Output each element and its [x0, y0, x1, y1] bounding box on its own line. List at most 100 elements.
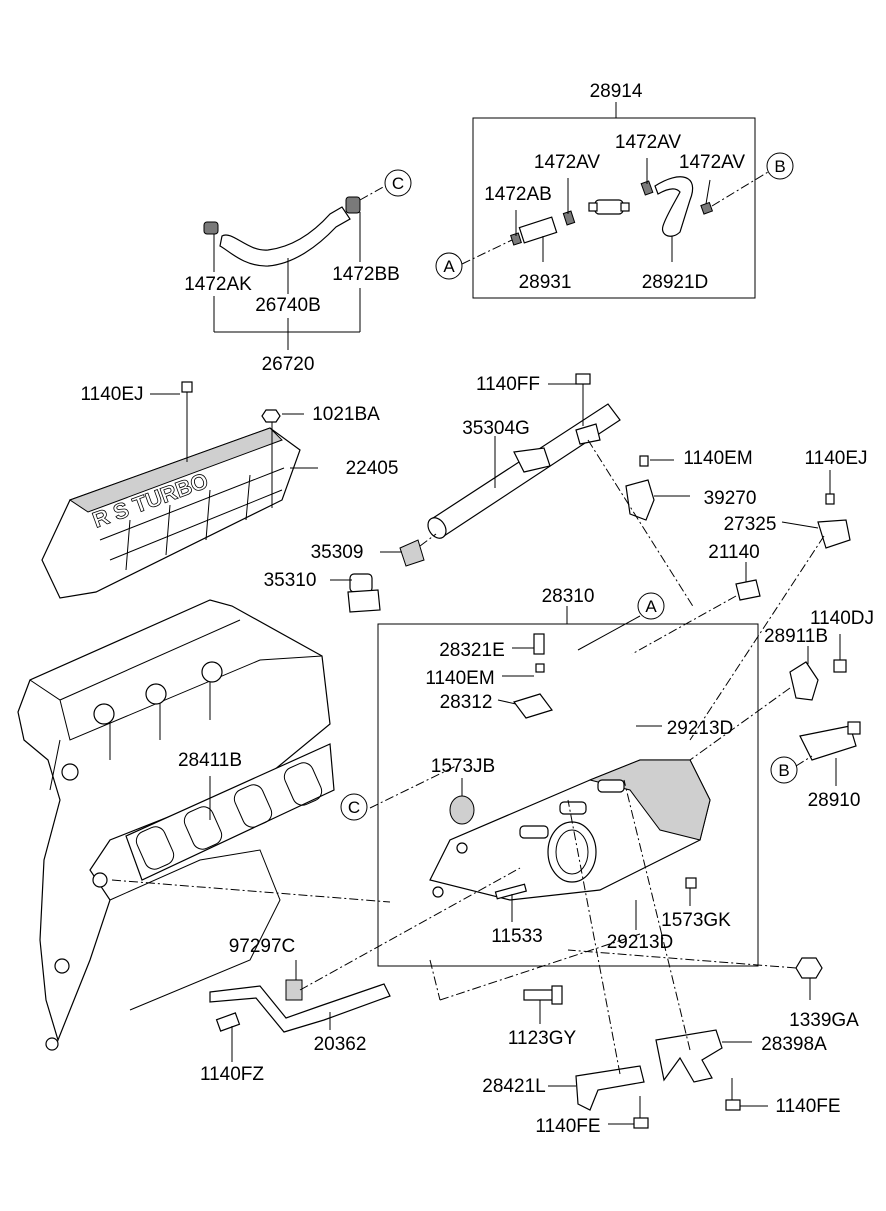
- label-35310: 35310: [264, 570, 317, 591]
- label-22405: 22405: [346, 458, 399, 479]
- manifold-box: [377, 623, 759, 967]
- hose-kit-group: [461, 102, 769, 299]
- svg-text:B: B: [774, 157, 785, 176]
- clamp-1472AV-c: [700, 201, 714, 215]
- label-29213D: 29213D: [607, 932, 674, 953]
- fuel-rail: [427, 390, 621, 539]
- label-29213D: 29213D: [667, 718, 734, 739]
- pcv-valve: [588, 199, 630, 215]
- label-1472AV: 1472AV: [534, 152, 601, 173]
- label-1573GK: 1573GK: [661, 910, 731, 931]
- sensor-27325: [689, 470, 851, 741]
- label-1140EJ: 1140EJ: [80, 384, 143, 405]
- bolt-1140FZ: [215, 1012, 241, 1062]
- callout-B-2: B: [770, 756, 798, 784]
- label-1140EM: 1140EM: [683, 448, 752, 469]
- sensor-28312: [513, 693, 553, 719]
- label-1140FZ: 1140FZ: [200, 1064, 264, 1085]
- label-1140EM: 1140EM: [425, 668, 494, 689]
- svg-text:C: C: [348, 798, 360, 817]
- clamp-1472AV-b: [640, 180, 654, 196]
- engine-cover: R S TURBO: [41, 400, 318, 599]
- label-1140FE: 1140FE: [775, 1096, 840, 1117]
- nut-1339GA: [567, 949, 823, 1000]
- label-1140DJ: 1140DJ: [810, 608, 874, 629]
- label-26720: 26720: [262, 354, 315, 375]
- label-1472AB: 1472AB: [484, 184, 552, 205]
- label-39270: 39270: [704, 488, 757, 509]
- label-28312: 28312: [440, 692, 493, 713]
- callout-C-2: C: [340, 793, 368, 821]
- manifold-group: [369, 606, 759, 967]
- plug-1573GK: [685, 877, 697, 889]
- label-1140FF: 1140FF: [476, 374, 540, 395]
- bolt-1140DJ: [833, 659, 847, 673]
- clip-97297C: [285, 979, 303, 1001]
- bracket-28398A: [623, 779, 752, 1083]
- label-1472AV: 1472AV: [615, 132, 682, 153]
- label-11533: 11533: [491, 926, 542, 947]
- label-35309: 35309: [311, 542, 364, 563]
- label-28321E: 28321E: [439, 640, 505, 661]
- label-1472AV: 1472AV: [679, 152, 746, 173]
- bolt-1140FF: [575, 373, 591, 404]
- label-35304G: 35304G: [462, 418, 530, 439]
- label-97297C: 97297C: [229, 936, 296, 957]
- label-28310: 28310: [542, 586, 595, 607]
- label-1472AK: 1472AK: [184, 274, 252, 295]
- sensor-21140: [631, 562, 761, 655]
- label-28931: 28931: [519, 272, 572, 293]
- gasket-28411B: [111, 743, 391, 903]
- plug-1573JB: [449, 795, 475, 825]
- clamp-1472BB: [345, 196, 361, 214]
- callout-C-1: C: [384, 169, 412, 197]
- callout-A-1: A: [435, 252, 463, 280]
- label-1021BA: 1021BA: [312, 404, 380, 425]
- hose-28931: [518, 216, 558, 244]
- pcv-28910-group: [689, 634, 861, 786]
- callout-A-2: A: [637, 592, 665, 620]
- label-1140FE: 1140FE: [535, 1116, 600, 1137]
- clip-35309: [380, 533, 437, 567]
- hose-26720-group: [203, 185, 386, 350]
- label-28411B: 28411B: [178, 750, 242, 771]
- clamp-1472AB: [510, 232, 522, 246]
- bolt-1140EM-b: [535, 663, 545, 673]
- label-28421L: 28421L: [482, 1076, 545, 1097]
- kit-box: [472, 117, 756, 299]
- nut-1021BA: [261, 409, 281, 423]
- label-1140EJ: 1140EJ: [804, 448, 867, 469]
- bolt-1140FE-b: [725, 1078, 768, 1111]
- label-21140: 21140: [708, 542, 759, 563]
- bolt-1140FE-a: [608, 1096, 649, 1129]
- injector-35310: [330, 573, 381, 613]
- svg-text:A: A: [645, 597, 657, 616]
- label-28914: 28914: [590, 81, 643, 102]
- label-27325: 27325: [724, 514, 777, 535]
- bolt-1140EJ-a: [181, 381, 193, 402]
- label-1339GA: 1339GA: [789, 1010, 859, 1031]
- label-1472BB: 1472BB: [332, 264, 400, 285]
- callout-B-1: B: [766, 152, 794, 180]
- label-20362: 20362: [314, 1034, 367, 1055]
- label-26740B: 26740B: [255, 295, 321, 316]
- sensor-28321E: [533, 633, 545, 655]
- label-28398A: 28398A: [761, 1034, 827, 1055]
- label-28911B: 28911B: [764, 626, 828, 647]
- clamp-1472AV-a: [562, 210, 576, 226]
- label-28910: 28910: [808, 790, 861, 811]
- tube-20362: [209, 867, 521, 1033]
- svg-text:C: C: [392, 174, 404, 193]
- engine-block: [17, 599, 331, 1051]
- label-1123GY: 1123GY: [508, 1028, 577, 1049]
- bolt-1123GY: [429, 933, 641, 1024]
- bracket-28421L: [548, 799, 645, 1111]
- label-28921D: 28921D: [642, 272, 709, 293]
- svg-text:A: A: [443, 257, 455, 276]
- hose-28921D: [654, 176, 694, 237]
- sensor-39270: [587, 439, 695, 609]
- clamp-1472AK: [203, 221, 219, 235]
- hose-26740B: [219, 206, 351, 267]
